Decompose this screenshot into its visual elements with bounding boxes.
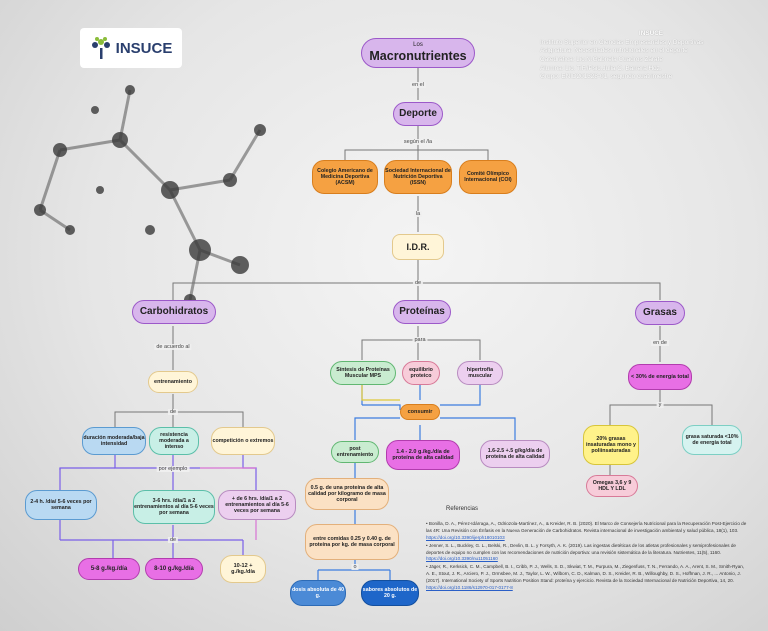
node-entre-comidas: entre comidas 0.25 y 0.40 g. de proteína… (305, 524, 399, 560)
node-grasas: Grasas (635, 301, 685, 325)
node-omegas: Omegas 3,6 y 9 HDL Y LDL (586, 475, 638, 497)
node-post: post entrenamiento (331, 441, 379, 463)
node-duracion: duración moderada/baja intensidad (82, 427, 146, 455)
node-ejemplo-3: + de 6 hrs. /día/1 a 2 entrenamientos al… (218, 490, 296, 520)
header-line: Alumna: Lic. T.F./Psic.Julia C. Barrera … (540, 64, 662, 72)
node-sintesis: Síntesis de Proteínas Muscular MPS (330, 361, 396, 385)
node-carbo-5-8: 5-8 g./kg./día (78, 558, 140, 580)
connector-label: o (351, 564, 359, 570)
reference-text: Jäger, R., Kerksick, C. M., Campbell, B.… (426, 564, 745, 584)
header-line: Catedrática: Lic.N.Gabriela Cuadros Zára… (540, 55, 663, 63)
node-carbo-8-10: 8-10 g./kg./día (145, 558, 203, 580)
connector-label: de (412, 280, 424, 286)
node-entrenamiento: entrenamiento (148, 371, 198, 393)
reference-text: Bonilla, D. A., Pérez-Idárraga, A., Odri… (426, 521, 747, 533)
node-ejemplo-1: 2-4 h. /día/ 5-6 veces por semana (25, 490, 97, 520)
node-grasa-saturada: grasa saturada <10% de energía total (682, 425, 742, 455)
reference-link[interactable]: https://doi.org/10.3390/ijerph18010103 (426, 534, 505, 540)
node-proteina-0-5: 0.5 g. de una proteína de alta calidad p… (305, 478, 389, 510)
node-deporte: Deporte (393, 102, 443, 126)
reference-link[interactable]: https://doi.org/10.1186/s12970-017-0177-… (426, 585, 513, 591)
connector-label: por ejemplo (156, 466, 190, 472)
header-line: Asignatura: Necesidades nutricionales en… (540, 47, 688, 55)
connector-label: de (167, 409, 179, 415)
reference-item: • Jenner, S. L., Buckley, G. L., Belski,… (426, 542, 736, 562)
node-grasa-20: 20% grasas insaturadas mono y poliinsatu… (583, 425, 639, 465)
node-proteinas: Proteínas (393, 300, 451, 324)
reference-item: • Bonilla, D. A., Pérez-Idárraga, A., Od… (426, 521, 747, 540)
title-macronutrientes: Los Macronutrientes (361, 38, 475, 68)
node-sabores: sabores absolutos de 20 g. (361, 580, 419, 606)
node-coi: Comité Olímpico Internacional (COI) (459, 160, 517, 194)
node-carbo-10-12: 10-12 + g./kg./día (220, 555, 266, 583)
node-grasa-30: < 30% de energía total (628, 364, 692, 390)
node-dosis: dosis absoluta de 40 g. (290, 580, 346, 606)
header-line: Grupo: ENID201328-01, segundo cuatrimest… (540, 73, 673, 81)
logo-text: INSUCE (115, 39, 173, 57)
header-line: INSUCE (638, 30, 664, 37)
title-prefix: Los (413, 42, 423, 49)
node-resistencia: resistencia moderada a intenso (149, 427, 199, 455)
reference-item: • Jäger, R., Kerksick, C. M., Campbell, … (426, 564, 745, 591)
reference-text: Jenner, S. L., Buckley, G. L., Belski, R… (426, 542, 736, 555)
node-issn: Sociedad Internacional de Nutrición Depo… (384, 160, 452, 194)
connector-label: según el /la (401, 139, 435, 145)
header-line: Instituto Superior en Ciencias Empresari… (540, 38, 704, 46)
node-consumir: consumir (400, 404, 440, 420)
node-ejemplo-2: 3-6 hrs. /día/1 a 2 entrenamientos al dí… (133, 490, 215, 524)
connector-label: en de (651, 340, 669, 346)
connector-label: la (413, 211, 423, 217)
node-competicion: competición o extremos (211, 427, 275, 455)
node-hipertrofia: hipertrofia muscular (457, 361, 503, 385)
connector-label: de acuerdo al (154, 344, 192, 350)
node-proteina-1-4: 1.4 - 2.0 g./kg./día de proteína de alta… (386, 440, 460, 470)
node-idr: I.D.R. (392, 234, 444, 260)
node-equilibrio: equilibrio proteico (402, 361, 440, 385)
references-list: • Bonilla, D. A., Pérez-Idárraga, A., Od… (426, 521, 748, 593)
reference-link[interactable]: https://doi.org/10.3390/nu11051160 (426, 556, 498, 562)
insuce-logo: INSUCE (80, 28, 182, 68)
node-proteina-1-6: 1.6-2.5 +.5 g/kg/día de proteína de alta… (480, 440, 550, 468)
references-title: Referencias (446, 506, 479, 512)
node-carbohidratos: Carbohidratos (132, 300, 216, 324)
node-acsm: Colegio Americano de Medicina Deportiva … (312, 160, 378, 194)
header-info: INSUCE Instituto Superior en Ciencias Em… (540, 30, 762, 82)
title-text: Macronutrientes (369, 49, 467, 64)
connector-label: para (412, 337, 428, 343)
tree-logo-icon (91, 37, 110, 59)
connector-label: en el (410, 82, 426, 88)
connector-label: y (656, 402, 664, 408)
connector-label: de (167, 537, 179, 543)
